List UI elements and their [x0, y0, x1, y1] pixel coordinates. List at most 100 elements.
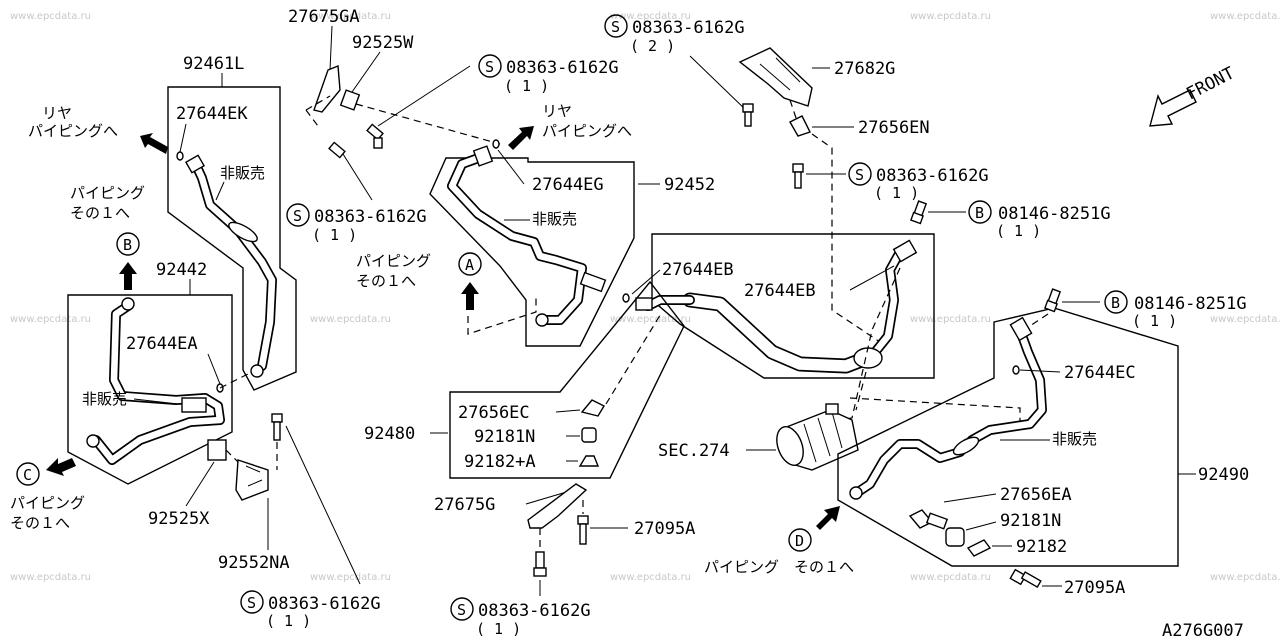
label-27644EG: 27644EG [532, 175, 604, 195]
bolt-icon [535, 551, 545, 569]
clip-icon [580, 399, 605, 417]
pipe-92490 [853, 325, 1047, 497]
label-27095A: 27095A [634, 519, 695, 539]
watermark: www.epcdata.ru [910, 572, 991, 583]
bracket-icon [313, 64, 341, 113]
watermark: www.epcdata.ru [610, 572, 691, 583]
watermark: www.epcdata.ru [10, 314, 91, 325]
svg-text:S: S [485, 58, 494, 76]
s-circle-icon [478, 54, 502, 78]
watermark: www.epcdata.ru [10, 11, 91, 22]
bracket-icon [235, 459, 269, 501]
fitting-icon [579, 271, 607, 293]
watermark: www.epcdata.ru [10, 572, 91, 583]
bolt-icon [366, 123, 384, 141]
label-qty: ( 1 ) [476, 620, 521, 638]
svg-text:S: S [611, 18, 620, 36]
circle-C-letter: C [23, 466, 32, 484]
leader [329, 25, 333, 71]
collar-icon [966, 539, 992, 557]
svg-text:S: S [855, 166, 864, 184]
fitting-icon [892, 239, 918, 263]
label-27675G: 27675G [434, 495, 495, 515]
svg-text:B: B [1111, 294, 1120, 312]
bolt-icon [792, 163, 804, 173]
label-27644EB: 27644EB [744, 281, 816, 301]
watermark: www.epcdata.ru [310, 314, 391, 325]
oring-icon [176, 151, 184, 161]
arrow-up-icon [119, 262, 137, 290]
label-hihanbai: 非販売 [82, 390, 127, 408]
outline-92452 [429, 157, 635, 347]
oring-icon [492, 139, 500, 149]
clip-icon [952, 436, 980, 456]
leader [207, 353, 221, 385]
label-08146-8251G: 08146-8251G [998, 204, 1111, 224]
label-27095A: 27095A [1064, 578, 1125, 598]
label-08363-6162G: 08363-6162G [876, 166, 989, 186]
bolt-icon [328, 141, 346, 159]
label-27644EK: 27644EK [176, 104, 248, 124]
label-qty: ( 1 ) [266, 612, 311, 630]
nut-icon [535, 313, 549, 327]
leader [943, 493, 997, 503]
leader [497, 149, 525, 185]
grommet-icon [945, 527, 965, 547]
label-08146-8251G: 08146-8251G [1134, 294, 1247, 314]
leader [689, 55, 749, 113]
front-arrow-icon [1149, 89, 1197, 127]
leader [133, 398, 179, 405]
leader [285, 425, 361, 585]
fitting-icon [1009, 316, 1033, 342]
label-piping-d: パイピング その１へ [704, 558, 854, 576]
label-27675GA: 27675GA [288, 7, 360, 27]
leader [377, 65, 471, 127]
grommet-icon [581, 427, 597, 443]
compressor-icon [776, 403, 859, 471]
label-piping: パイピング [70, 184, 145, 202]
label-08363-6162G: 08363-6162G [632, 18, 745, 38]
nut-icon [86, 434, 100, 448]
clip-icon [207, 439, 227, 461]
circle-D-letter: D [795, 532, 804, 550]
collar-icon [578, 455, 600, 467]
oring-icon [622, 293, 630, 303]
label-27656EN: 27656EN [858, 118, 930, 138]
outline-92442 [67, 294, 233, 485]
label-rear-piping: パイピングへ [542, 122, 632, 140]
b-circle-icon [968, 200, 992, 224]
circle-C-icon [16, 462, 40, 486]
s-circle-icon [240, 590, 264, 614]
label-hihanbai: 非販売 [1052, 430, 1097, 448]
outline-92490 [837, 307, 1179, 567]
leader [185, 461, 215, 507]
label-qty: ( 1 ) [874, 184, 919, 202]
nut-icon [250, 364, 264, 378]
arrow-icon [46, 458, 76, 476]
arrow-icon [140, 133, 168, 154]
label-92181N: 92181N [1000, 511, 1061, 531]
arrow-icon [508, 126, 534, 150]
watermark: www.epcdata.ru [910, 11, 991, 22]
circle-D-icon [788, 528, 812, 552]
circle-A-letter: A [465, 256, 474, 274]
s-circle-icon [848, 162, 872, 186]
label-hihanbai: 非販売 [532, 210, 577, 228]
s-circle-icon [286, 203, 310, 227]
svg-text:S: S [457, 601, 466, 619]
watermark: www.epcdata.ru [610, 314, 691, 325]
label-piping: パイピング [356, 252, 431, 270]
label-hihanbai: 非販売 [220, 164, 265, 182]
label-92525W: 92525W [352, 33, 414, 53]
watermarks: www.epcdata.ru www.epcdata.ru www.epcdat… [10, 11, 1280, 583]
label-92182: 92182 [1016, 537, 1067, 557]
outline-92461L [167, 86, 297, 391]
watermark: www.epcdata.ru [310, 11, 391, 22]
circle-A-icon [458, 252, 482, 276]
watermark: www.epcdata.ru [610, 11, 691, 22]
label-27644EB: 27644EB [662, 260, 734, 280]
clip-icon [228, 221, 258, 243]
arrow-icon [816, 506, 840, 530]
nut-icon [121, 297, 135, 311]
